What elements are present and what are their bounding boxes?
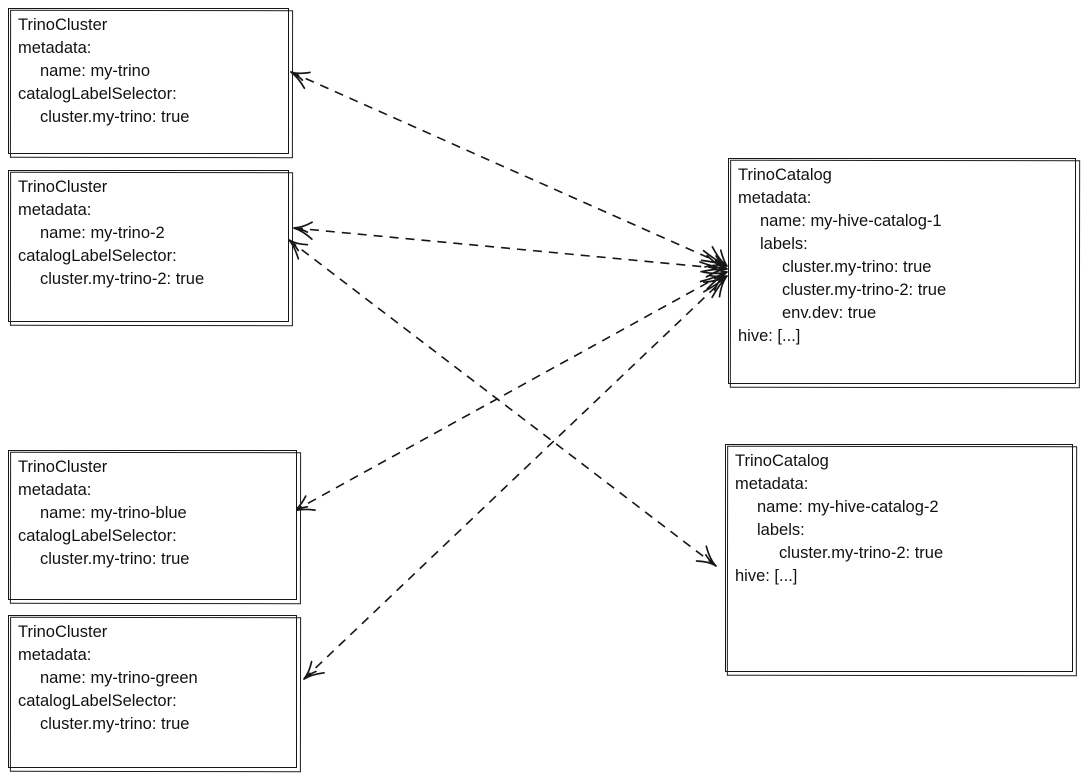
node-trinocluster-my-trino: TrinoCluster metadata: name: my-trino catal…	[8, 8, 289, 154]
node-text-line: cluster.my-trino-2: true	[782, 281, 947, 299]
node-text-line: metadata:	[738, 189, 812, 207]
node-text-line: hive: [...]	[735, 567, 798, 585]
edge-dashed-line	[288, 239, 717, 567]
node-text-line: cluster.my-trino: true	[782, 258, 932, 276]
arrowhead-icon	[290, 71, 311, 90]
arrowhead-icon	[699, 254, 728, 278]
arrowhead-icon	[293, 495, 316, 512]
node-text-line: TrinoCatalog	[738, 166, 832, 184]
node-text-line: cluster.my-trino-2: true	[779, 544, 944, 562]
node-text-line: TrinoCluster	[18, 16, 108, 34]
arrowhead-icon	[702, 274, 728, 299]
arrowhead-icon	[695, 545, 717, 567]
node-text-line: name: my-trino-blue	[40, 504, 187, 522]
edge-dashed-line	[293, 227, 728, 270]
node-text-line: cluster.my-trino: true	[40, 108, 190, 126]
node-trinocluster-my-trino-2: TrinoCluster metadata: name: my-trino-2 cat…	[8, 170, 289, 322]
edge-dashed-line	[293, 271, 728, 512]
node-trinocatalog-my-hive-catalog-1: TrinoCatalog metadata: name: my-hive-catal…	[728, 158, 1076, 384]
node-text-line: cluster.my-trino-2: true	[40, 270, 205, 288]
node-text-line: name: my-trino-2	[40, 224, 165, 242]
node-text-line: TrinoCluster	[18, 178, 108, 196]
node-trinocatalog-my-hive-catalog-2: TrinoCatalog metadata: name: my-hive-catal…	[725, 444, 1073, 672]
edge-my-trino-2--my-hive-catalog-1	[293, 221, 728, 278]
node-trinocluster-my-trino-blue: TrinoCluster metadata: name: my-trino-blue…	[8, 450, 297, 600]
node-text-line: metadata:	[18, 646, 92, 664]
node-text-line: cluster.my-trino: true	[40, 550, 190, 568]
node-text-line: labels:	[757, 521, 805, 539]
node-text-line: catalogLabelSelector:	[18, 85, 177, 103]
node-text-line: name: my-trino-green	[40, 669, 198, 687]
edge-my-trino-blue--my-hive-catalog-1	[293, 266, 728, 512]
node-trinocluster-my-trino-green: TrinoCluster metadata: name: my-trino-gree…	[8, 615, 297, 768]
node-text-line: TrinoCatalog	[735, 452, 829, 470]
node-text-line: name: my-hive-catalog-2	[757, 498, 939, 516]
node-text-line: TrinoCluster	[18, 458, 108, 476]
node-text-line: cluster.my-trino: true	[40, 715, 190, 733]
node-text-line: catalogLabelSelector:	[18, 692, 177, 710]
node-text-line: catalogLabelSelector:	[18, 247, 177, 265]
node-text-line: TrinoCluster	[18, 623, 108, 641]
edge-my-trino-2--my-hive-catalog-2	[288, 239, 717, 567]
node-text-line: catalogLabelSelector:	[18, 527, 177, 545]
node-text-line: metadata:	[18, 201, 92, 219]
node-text-line: metadata:	[735, 475, 809, 493]
node-text-line: name: my-trino	[40, 62, 151, 80]
edge-my-trino-green--my-hive-catalog-1	[303, 274, 728, 680]
node-text-line: metadata:	[18, 481, 92, 499]
node-text-line: name: my-hive-catalog-1	[760, 212, 942, 230]
arrowhead-icon	[293, 221, 313, 240]
arrowhead-icon	[303, 660, 325, 680]
node-text-line: metadata:	[18, 39, 92, 57]
edge-my-trino--my-hive-catalog-1	[290, 71, 728, 268]
edge-dashed-line	[303, 275, 728, 680]
arrowhead-icon	[700, 246, 728, 268]
node-text-line: hive: [...]	[738, 327, 801, 345]
arrowhead-icon	[288, 239, 309, 260]
edge-dashed-line	[290, 71, 728, 267]
node-text-line: env.dev: true	[782, 304, 877, 322]
node-text-line: labels:	[760, 235, 808, 253]
